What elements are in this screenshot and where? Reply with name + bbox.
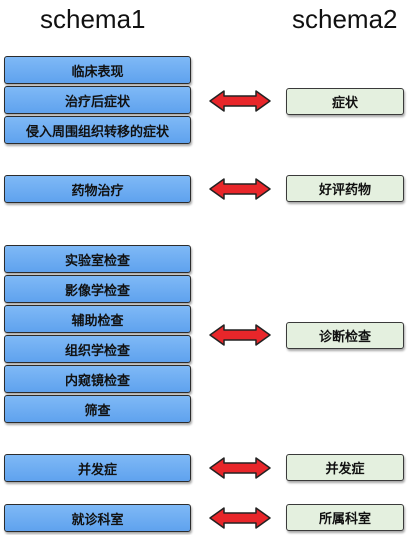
mapping-arrow-diagnostic [209,324,271,346]
schema1-complication-box: 并发症 [4,454,191,482]
mapping-arrow-complication [209,457,271,479]
mapping-arrow-symptom [209,90,271,112]
schema2-complication-box: 并发症 [286,454,404,481]
schema1-header: schema1 [40,4,146,34]
schema1-histology-exam-box: 组织学检查 [4,335,191,363]
schema1-clinical-manifestation-box: 临床表现 [4,56,191,84]
mapping-arrow-department [209,507,271,529]
schema1-lab-exam-box: 实验室检查 [4,245,191,273]
schema1-drug-treatment-box: 药物治疗 [4,175,191,203]
schema1-screening-box: 筛查 [4,395,191,423]
schema2-header: schema2 [292,4,398,34]
schema1-auxiliary-exam-box: 辅助检查 [4,305,191,333]
schema1-post-treatment-symptoms-box: 治疗后症状 [4,86,191,114]
mapping-arrow-drugs [209,178,271,200]
schema1-invasion-metastasis-symptoms-box: 侵入周围组织转移的症状 [4,116,191,144]
schema2-symptom-box: 症状 [286,88,404,115]
schema2-department-box: 所属科室 [286,504,404,531]
schema2-effective-drugs-box: 好评药物 [286,175,404,202]
schema1-endoscopy-exam-box: 内窥镜检查 [4,365,191,393]
schema2-diagnostic-exam-box: 诊断检查 [286,322,404,349]
schema1-imaging-exam-box: 影像学检查 [4,275,191,303]
schema1-department-box: 就诊科室 [4,504,191,532]
